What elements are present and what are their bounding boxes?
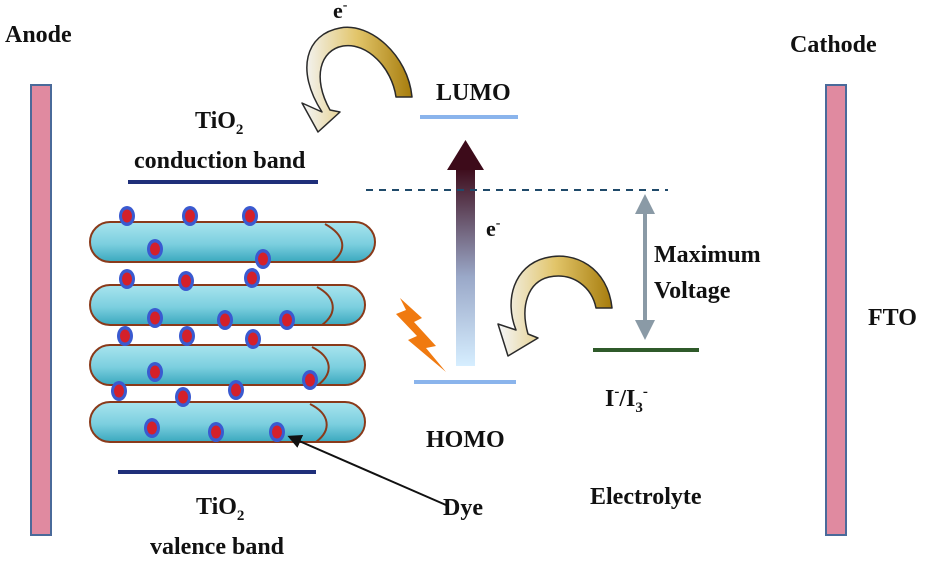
dye-molecule-core	[282, 313, 292, 327]
electron-label-mid: e-	[486, 216, 501, 241]
dye-molecule-core	[258, 252, 268, 266]
max-voltage-label-1: Maximum	[654, 242, 761, 268]
dye-molecule-core	[211, 425, 221, 439]
dye-molecule-core	[231, 383, 241, 397]
homo-label: HOMO	[426, 427, 505, 453]
tio2-vb-subtitle: valence band	[150, 534, 285, 560]
dye-molecule-core	[305, 373, 315, 387]
tio2-nanorods	[89, 221, 376, 443]
anode-electrode	[30, 84, 52, 536]
lumo-label: LUMO	[436, 80, 511, 106]
tio2-vb-title: TiO2	[196, 494, 244, 524]
dye-molecule-core	[120, 329, 130, 343]
dye-molecule-core	[245, 209, 255, 223]
excitation-arrow	[447, 140, 484, 366]
max-voltage-label-2: Voltage	[654, 278, 731, 304]
fto-label: FTO	[868, 305, 917, 331]
dye-molecule-core	[147, 421, 157, 435]
dye-molecule-core	[182, 329, 192, 343]
anode-label: Anode	[5, 22, 72, 48]
lightning-bolt-icon	[396, 298, 446, 372]
electrolyte-label: Electrolyte	[590, 484, 702, 510]
dye-molecule-core	[122, 272, 132, 286]
dye-molecule-core	[178, 390, 188, 404]
dye-molecule-core	[114, 384, 124, 398]
dye-molecule-core	[150, 311, 160, 325]
dye-molecule-core	[272, 425, 282, 439]
redox-couple-label: I-/I3-	[605, 384, 648, 416]
dye-molecules	[111, 206, 318, 442]
dye-molecule-core	[122, 209, 132, 223]
dye-molecule-core	[185, 209, 195, 223]
cathode-label: Cathode	[790, 32, 877, 58]
dye-molecule-core	[150, 242, 160, 256]
tio2-cb-subtitle: conduction band	[134, 148, 306, 174]
dye-label: Dye	[443, 495, 483, 521]
dye-molecule-core	[150, 365, 160, 379]
electron-label-top: e-	[333, 0, 348, 23]
curved-arrow-icon	[301, 26, 413, 133]
curved-arrow-icon	[497, 255, 613, 357]
cathode-electrode	[825, 84, 847, 536]
tio2-cb-title: TiO2	[195, 108, 243, 138]
dye-pointer-arrow	[287, 435, 447, 506]
dye-molecule-core	[247, 271, 257, 285]
dye-molecule-core	[181, 274, 191, 288]
dye-molecule-core	[220, 313, 230, 327]
dye-molecule-core	[248, 332, 258, 346]
